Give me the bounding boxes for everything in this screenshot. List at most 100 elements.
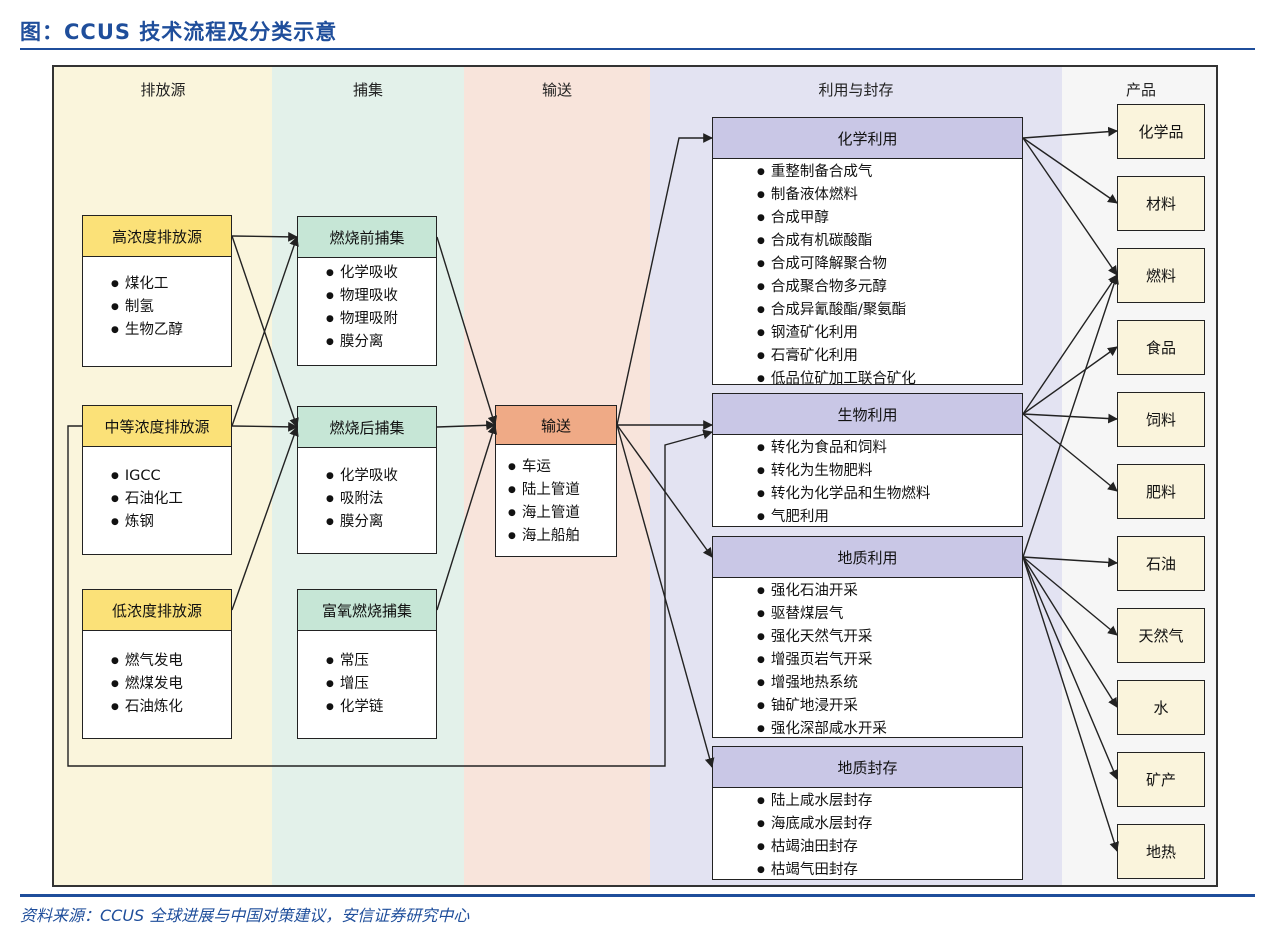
arrow-post-to-transport xyxy=(436,420,496,431)
product-chemicals: 化学品 xyxy=(1117,104,1205,159)
util-bio-header: 生物利用 xyxy=(712,393,1023,435)
list-item: 化学吸收 xyxy=(326,262,398,285)
arrow-transport-to-storage xyxy=(616,424,715,768)
list-item: 钢渣矿化利用 xyxy=(757,322,916,345)
util-chem-items: 重整制备合成气 制备液体燃料 合成甲醇 合成有机碳酸酯 合成可降解聚合物 合成聚… xyxy=(757,161,916,391)
list-item: 枯竭油田封存 xyxy=(757,836,872,859)
list-item: 陆上咸水层封存 xyxy=(757,790,873,813)
emission-mid-items: IGCC 石油化工 炼钢 xyxy=(111,465,183,534)
list-item: 转化为化学品和生物燃料 xyxy=(757,483,931,506)
list-item: 陆上管道 xyxy=(508,479,580,502)
list-item: 制氢 xyxy=(111,296,183,319)
flow-arrows xyxy=(67,126,1119,852)
list-item: 石油化工 xyxy=(111,488,183,511)
util-chem-box: 重整制备合成气 制备液体燃料 合成甲醇 合成有机碳酸酯 合成可降解聚合物 合成聚… xyxy=(712,117,1023,387)
arrow-geo-to-oil xyxy=(1022,556,1118,568)
list-item: 合成可降解聚合物 xyxy=(757,253,916,276)
product-water: 水 xyxy=(1117,680,1205,735)
list-item: 强化深部咸水开采 xyxy=(757,718,887,741)
list-item: 膜分离 xyxy=(326,331,398,354)
arrow-transport-to-geo xyxy=(616,424,713,558)
list-item: 合成甲醇 xyxy=(757,207,916,230)
list-item: 强化天然气开采 xyxy=(757,626,887,649)
arrow-chem-to-materials xyxy=(1022,137,1118,204)
emission-high-items: 煤化工 制氢 生物乙醇 xyxy=(111,273,183,342)
title-rule xyxy=(20,48,1255,50)
arrow-chem-to-fuel xyxy=(1022,137,1118,276)
arrow-mid-to-pre xyxy=(231,236,299,427)
list-item: 海上船舶 xyxy=(508,525,580,548)
list-item: 常压 xyxy=(326,650,383,673)
product-food: 食品 xyxy=(1117,320,1205,375)
source-note: 资料来源：CCUS 全球进展与中国对策建议，安信证券研究中心 xyxy=(20,906,470,925)
list-item: 生物乙醇 xyxy=(111,319,183,342)
col-head-emission: 排放源 xyxy=(140,81,186,99)
list-item: 海底咸水层封存 xyxy=(757,813,873,836)
arrow-transport-to-chem xyxy=(616,133,713,426)
arrow-bio-to-fuel xyxy=(1022,274,1118,415)
arrow-geo-to-minerals xyxy=(1022,556,1119,780)
list-item: 增压 xyxy=(326,673,383,696)
list-item: 合成有机碳酸酯 xyxy=(757,230,916,253)
product-oil: 石油 xyxy=(1117,536,1205,591)
list-item: 铀矿地浸开采 xyxy=(757,695,887,718)
list-item: 转化为食品和饲料 xyxy=(757,437,930,460)
transport-header: 输送 xyxy=(495,405,617,445)
transport-items: 车运 陆上管道 海上管道 海上船舶 xyxy=(508,456,580,548)
util-bio-items: 转化为食品和饲料 转化为生物肥料 转化为化学品和生物燃料 气肥利用 xyxy=(757,437,931,529)
arrow-geo-to-fuel xyxy=(1022,274,1119,558)
arrow-mid-to-post xyxy=(231,421,298,432)
util-chem-header: 化学利用 xyxy=(712,117,1023,159)
list-item: 增强页岩气开采 xyxy=(757,649,887,672)
capture-post-header: 燃烧后捕集 xyxy=(297,406,437,448)
arrow-geo-to-water xyxy=(1022,556,1118,708)
list-item: 化学链 xyxy=(326,696,384,719)
list-item: 海上管道 xyxy=(508,502,580,525)
list-item: 石油炼化 xyxy=(111,696,183,719)
list-item: 制备液体燃料 xyxy=(757,184,916,207)
list-item: 强化石油开采 xyxy=(757,580,887,603)
list-item: 燃气发电 xyxy=(111,650,183,673)
product-feed: 饲料 xyxy=(1117,392,1205,447)
capture-post-items: 化学吸收 吸附法 膜分离 xyxy=(326,465,398,534)
arrow-geo-to-geothermal xyxy=(1022,556,1119,852)
list-item: 煤化工 xyxy=(111,273,183,296)
arrow-low-to-post xyxy=(231,426,299,611)
list-item: 转化为生物肥料 xyxy=(757,460,930,483)
list-item: 驱替煤层气 xyxy=(757,603,887,626)
product-natural-gas: 天然气 xyxy=(1117,608,1205,663)
list-item: 重整制备合成气 xyxy=(757,161,916,184)
footer-rule xyxy=(20,894,1255,897)
arrow-geo-to-natural-gas xyxy=(1022,556,1118,636)
arrow-chem-to-chemicals xyxy=(1022,126,1118,139)
list-item: 合成聚合物多元醇 xyxy=(757,276,916,299)
list-item: 化学吸收 xyxy=(326,465,398,488)
emission-high-header: 高浓度排放源 xyxy=(82,215,232,257)
list-item: 物理吸收 xyxy=(326,285,398,308)
arrow-high-to-pre xyxy=(231,231,298,242)
list-item: 燃煤发电 xyxy=(111,673,183,696)
list-item: 合成异氰酸酯/聚氨酯 xyxy=(757,299,916,322)
product-geothermal: 地热 xyxy=(1117,824,1205,879)
list-item: 枯竭气田封存 xyxy=(757,859,872,882)
storage-geo-items: 陆上咸水层封存 海底咸水层封存 枯竭油田封存 枯竭气田封存 xyxy=(757,790,873,882)
product-fuel: 燃料 xyxy=(1117,248,1205,303)
capture-oxy-items: 常压 增压 化学链 xyxy=(326,650,384,719)
emission-low-items: 燃气发电 燃煤发电 石油炼化 xyxy=(111,650,183,719)
list-item: 吸附法 xyxy=(326,488,398,511)
capture-pre-header: 燃烧前捕集 xyxy=(297,216,437,258)
page-title: 图：CCUS 技术流程及分类示意 xyxy=(20,20,338,44)
util-geo-items: 强化石油开采 驱替煤层气 强化天然气开采 增强页岩气开采 增强地热系统 铀矿地浸… xyxy=(757,580,887,741)
emission-mid-header: 中等浓度排放源 xyxy=(82,405,232,447)
list-item: IGCC xyxy=(111,465,183,488)
list-item: 增强地热系统 xyxy=(757,672,887,695)
list-item: 物理吸附 xyxy=(326,308,398,331)
arrow-mid-bypass-to-storage xyxy=(67,425,713,767)
col-head-utilization: 利用与封存 xyxy=(818,81,894,99)
list-item: 石膏矿化利用 xyxy=(757,345,916,368)
storage-geo-header: 地质封存 xyxy=(712,746,1023,788)
list-item: 气肥利用 xyxy=(757,506,930,529)
list-item: 低品位矿加工联合矿化 xyxy=(757,368,916,391)
arrow-pre-to-transport xyxy=(436,236,498,426)
ccus-diagram: 排放源 捕集 输送 利用与封存 产品 煤化工 制氢 生物乙醇 高浓度排放源 IG… xyxy=(52,65,1218,887)
